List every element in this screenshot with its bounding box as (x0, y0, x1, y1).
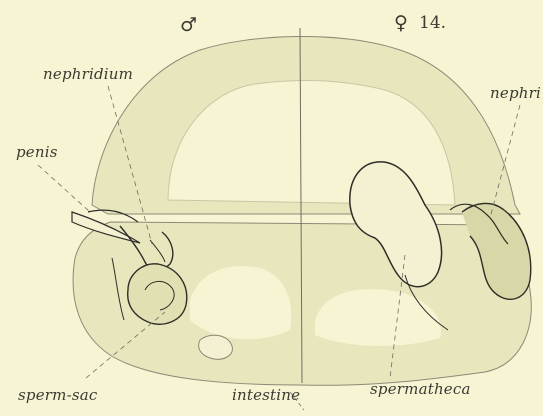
male-symbol: ♂ (180, 14, 197, 36)
label-nephridium-right: nephri (490, 84, 541, 102)
label-penis: penis (16, 143, 58, 161)
female-symbol: ♀ (394, 12, 408, 34)
label-intestine: intestine (232, 386, 300, 404)
label-sperm-sac: sperm-sac (18, 386, 97, 404)
leader-penis (38, 165, 90, 212)
figure-number: 14. (419, 13, 446, 33)
label-spermatheca: spermatheca (370, 380, 471, 398)
label-nephridium-left: nephridium (43, 65, 133, 83)
